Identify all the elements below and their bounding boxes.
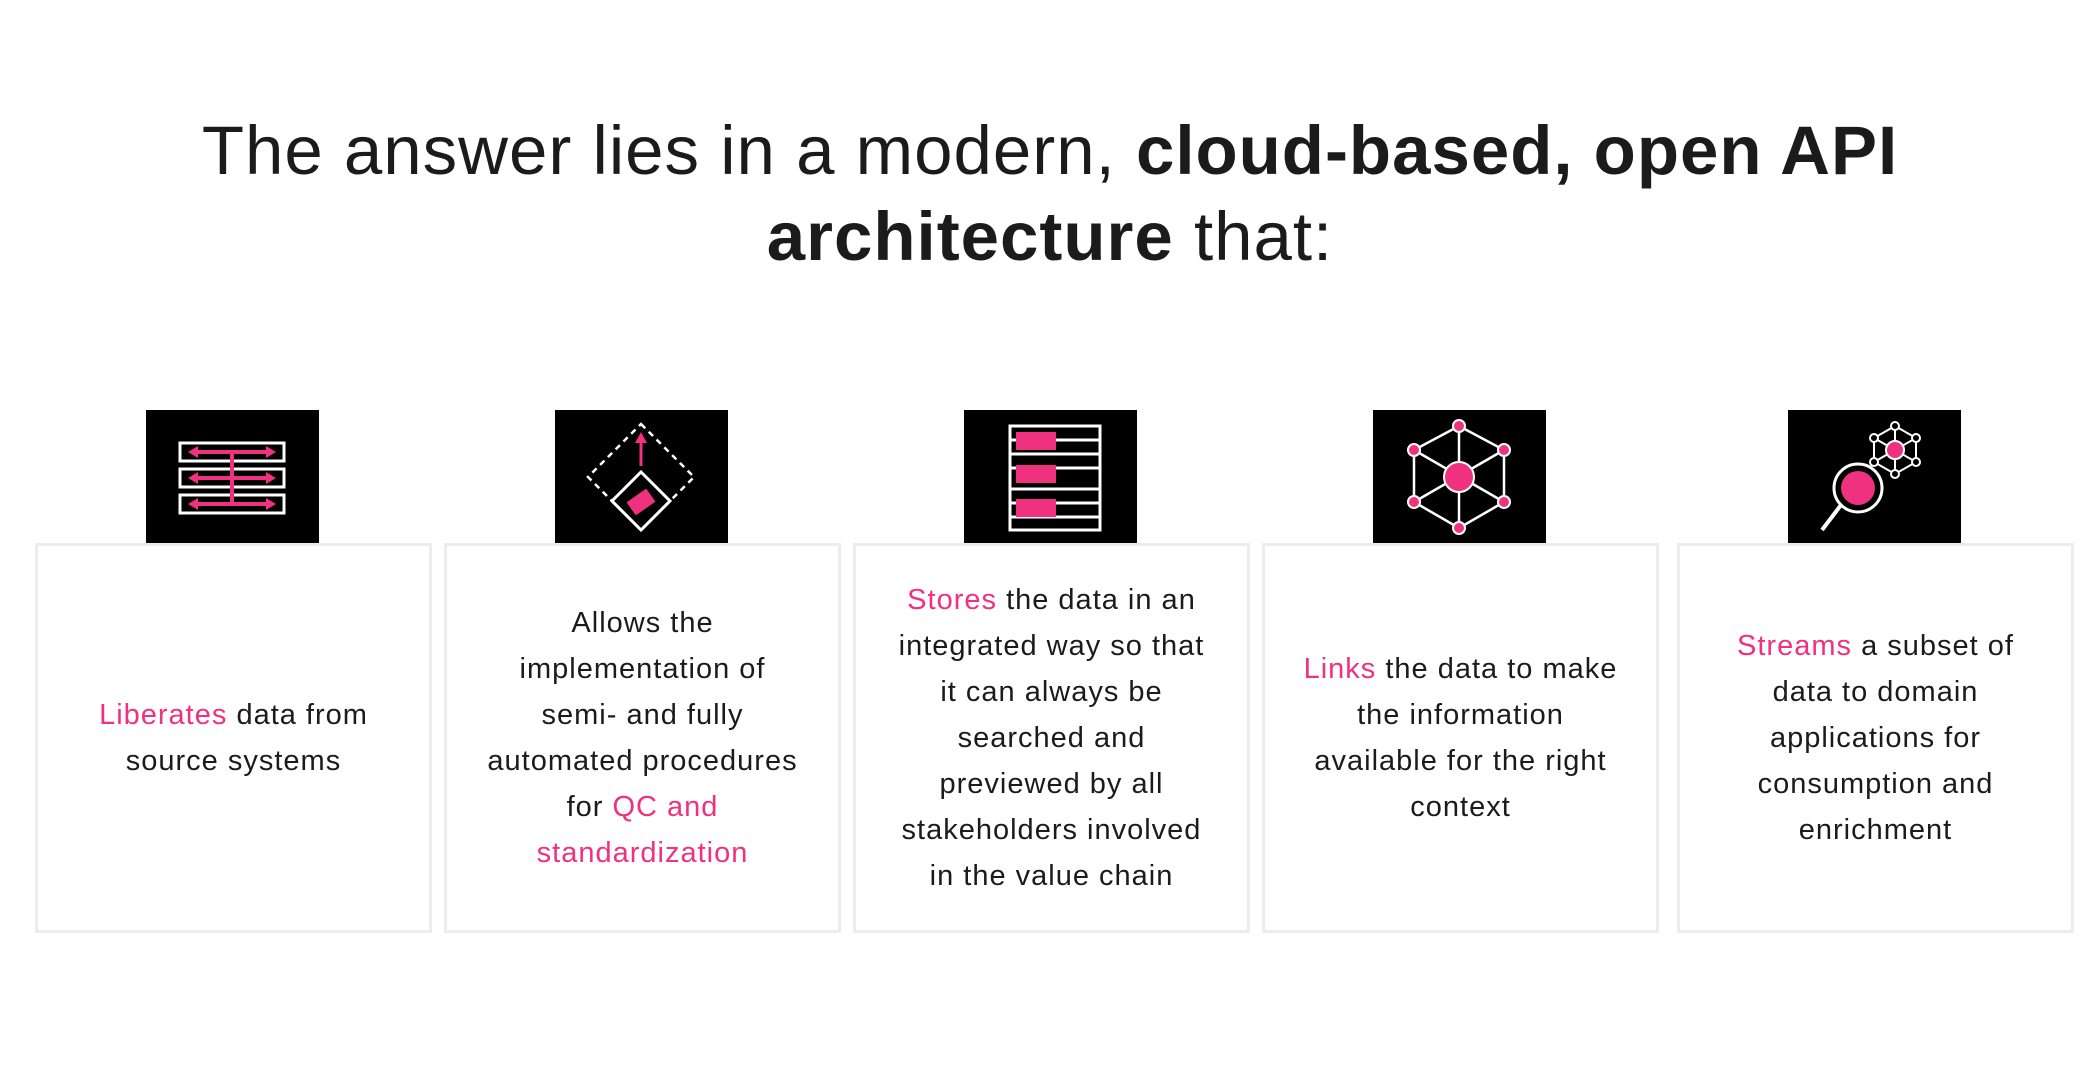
liberate-arrows-icon — [146, 410, 319, 545]
card-links-highlight: Links — [1303, 653, 1377, 685]
stream-search-icon — [1788, 410, 1961, 545]
network-links-icon — [1373, 410, 1546, 545]
card-liberate-body: data from source systems — [125, 699, 368, 777]
headline-line-2-bold: architecture — [766, 198, 1174, 275]
headline-line-2: architecture that: — [0, 194, 2100, 280]
card-liberate-highlight: Liberates — [99, 699, 228, 731]
headline-line-2-normal: that: — [1193, 198, 1334, 275]
headline-line-1-bold: cloud-based, open API — [1135, 112, 1899, 189]
card-streams-highlight: Streams — [1737, 630, 1853, 662]
card-links-text: Links the data to make the information a… — [1296, 646, 1626, 830]
card-streams: Streams a subset of data to domain appli… — [1677, 543, 2074, 933]
headline-line-1-normal: The answer lies in a modern, — [201, 112, 1116, 189]
upgrade-diamond-icon — [555, 410, 728, 545]
card-allows-highlight: QC and standardization — [536, 791, 749, 869]
headline-line-1: The answer lies in a modern, cloud-based… — [0, 108, 2100, 194]
card-liberate: Liberates data from source systems — [35, 543, 432, 933]
card-streams-body: a subset of data to domain applications … — [1757, 630, 2014, 846]
card-stores-highlight: Stores — [907, 584, 997, 616]
headline: The answer lies in a modern, cloud-based… — [0, 108, 2100, 280]
card-links-body: the data to make the information availab… — [1314, 653, 1618, 823]
card-links: Links the data to make the information a… — [1262, 543, 1659, 933]
card-streams-text: Streams a subset of data to domain appli… — [1711, 623, 2041, 853]
card-stores-text: Stores the data in an integrated way so … — [887, 577, 1217, 899]
card-allows-body: Allows the implementation of semi- and f… — [487, 607, 798, 823]
card-allows: Allows the implementation of semi- and f… — [444, 543, 841, 933]
card-stores-body: the data in an integrated way so that it… — [898, 584, 1205, 892]
card-stores: Stores the data in an integrated way so … — [853, 543, 1250, 933]
card-allows-text: Allows the implementation of semi- and f… — [478, 600, 808, 876]
storage-rows-icon — [964, 410, 1137, 545]
card-liberate-text: Liberates data from source systems — [69, 692, 399, 784]
